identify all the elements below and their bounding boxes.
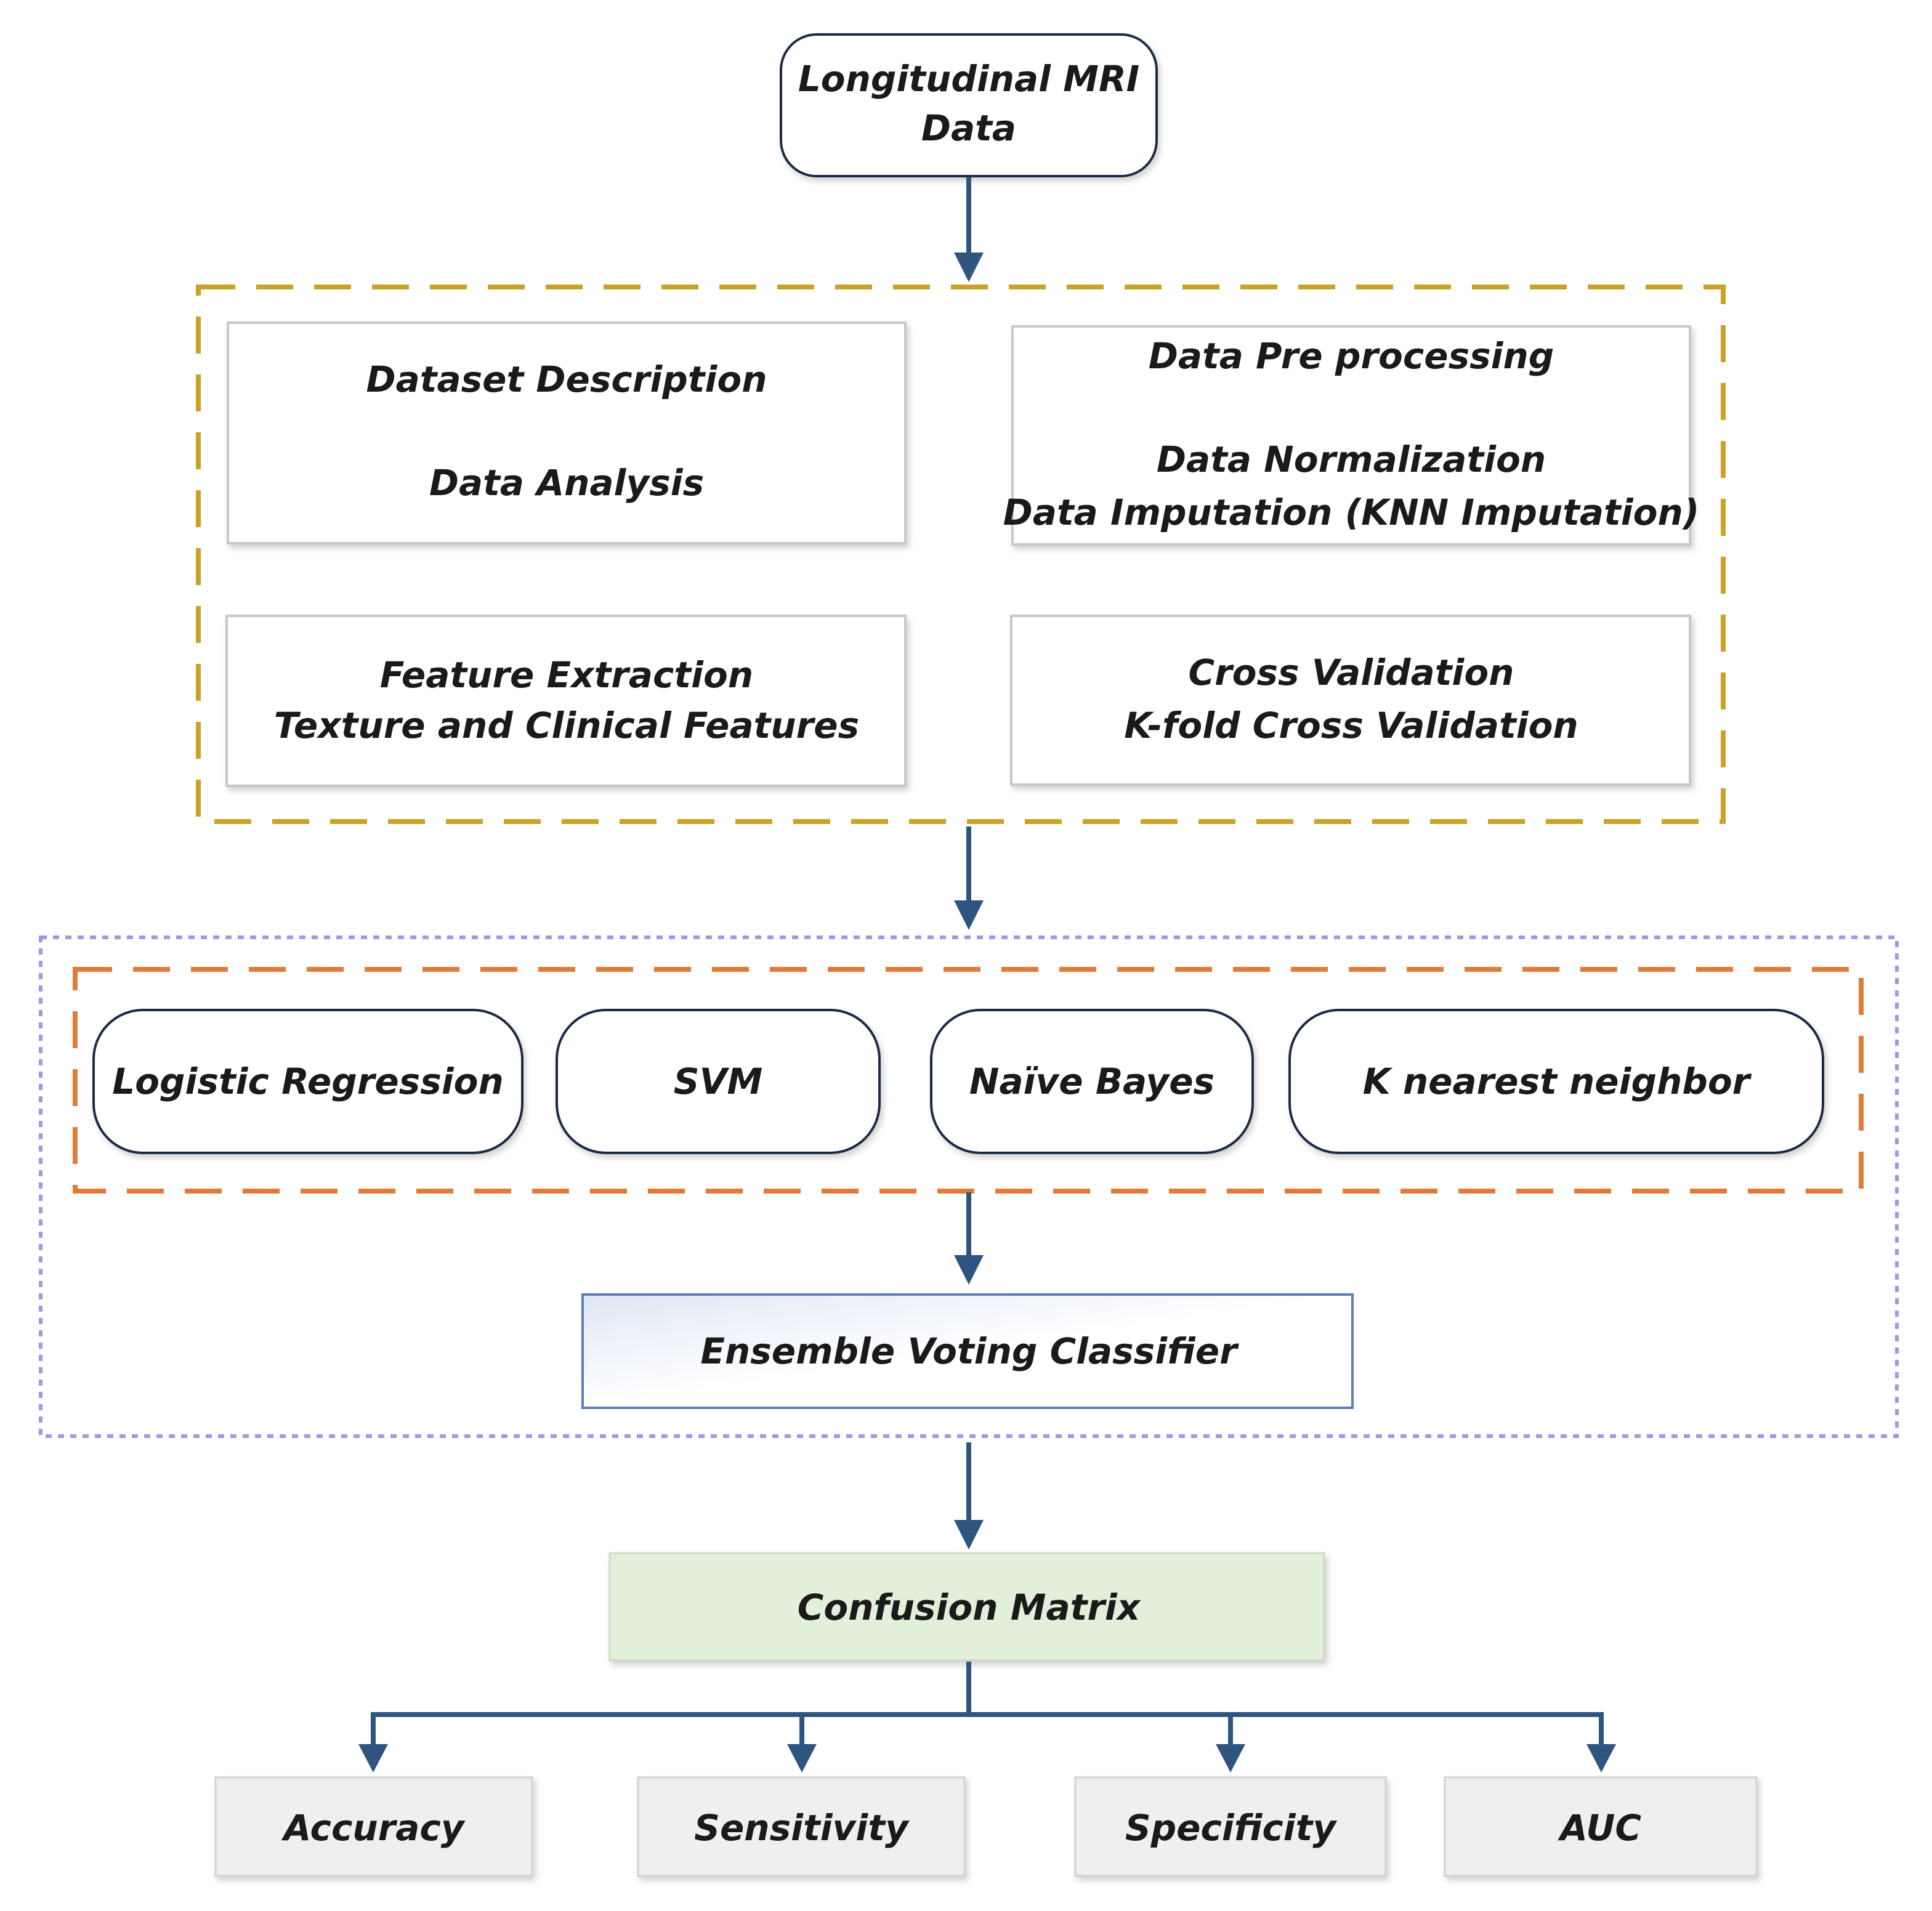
- preprocessing-label-line2: Data Normalization: [1157, 438, 1546, 480]
- input-label-line1: Longitudinal MRI: [798, 58, 1139, 100]
- metric-accuracy: Accuracy: [214, 1776, 533, 1877]
- classifiers-group: [73, 967, 1864, 1194]
- metric-sensitivity: Sensitivity: [637, 1776, 966, 1877]
- metric-label: Accuracy: [281, 1807, 465, 1849]
- dataset-label-line2: Data Analysis: [429, 462, 704, 504]
- ensemble-label: Ensemble Voting Classifier: [700, 1330, 1239, 1372]
- metric-auc: AUC: [1444, 1776, 1758, 1877]
- preprocessing-group: [196, 285, 1726, 824]
- metric-label: Sensitivity: [694, 1807, 910, 1849]
- cross-validation-label-line2: K-fold Cross Validation: [1124, 705, 1578, 746]
- model-group: [39, 935, 1899, 1438]
- metric-label: AUC: [1558, 1807, 1641, 1849]
- classifier-label: Naïve Bayes: [969, 1061, 1215, 1102]
- confusion-matrix: Confusion Matrix: [608, 1552, 1325, 1662]
- dataset-box: Dataset Description Data Analysis: [227, 321, 907, 544]
- classifier-svm: SVM: [556, 1009, 881, 1154]
- preprocessing-label-line3: Data Imputation (KNN Imputation): [1003, 491, 1700, 533]
- arrow-classifiers-to-ensemble: [954, 1192, 984, 1285]
- feature-extraction-box: Feature Extraction Texture and Clinical …: [225, 615, 907, 787]
- arrow-ensemble-to-confusion: [954, 1442, 984, 1549]
- dataset-label-line1: Dataset Description: [366, 358, 767, 400]
- cross-validation-label-line1: Cross Validation: [1189, 652, 1514, 693]
- input-label-line2: Data: [921, 107, 1016, 149]
- preprocessing-label-line1: Data Pre processing: [1149, 335, 1554, 377]
- classifier-label: Logistic Regression: [112, 1061, 504, 1102]
- classifier-naive-bayes: Naïve Bayes: [930, 1009, 1254, 1154]
- preprocessing-box: Data Pre processing Data Normalization D…: [1003, 325, 1700, 546]
- cross-validation-box: Cross Validation K-fold Cross Validation: [1010, 615, 1691, 786]
- metric-label: Specificity: [1125, 1807, 1338, 1849]
- metrics-connector: [358, 1662, 1616, 1772]
- classifier-knn: K nearest neighbor: [1288, 1009, 1824, 1154]
- feature-extraction-label-line1: Feature Extraction: [380, 654, 753, 696]
- classifier-label: SVM: [674, 1061, 762, 1102]
- classifier-label: K nearest neighbor: [1363, 1061, 1752, 1102]
- arrow-input-to-preprocessing: [954, 177, 984, 282]
- confusion-matrix-label: Confusion Matrix: [798, 1586, 1141, 1628]
- classifier-logistic-regression: Logistic Regression: [92, 1009, 523, 1154]
- input-node: Longitudinal MRI Data: [780, 33, 1158, 177]
- metric-specificity: Specificity: [1074, 1776, 1387, 1877]
- arrow-preprocessing-to-models: [954, 826, 984, 930]
- feature-extraction-label-line2: Texture and Clinical Features: [274, 705, 859, 746]
- ensemble-voting-classifier: Ensemble Voting Classifier: [581, 1293, 1354, 1409]
